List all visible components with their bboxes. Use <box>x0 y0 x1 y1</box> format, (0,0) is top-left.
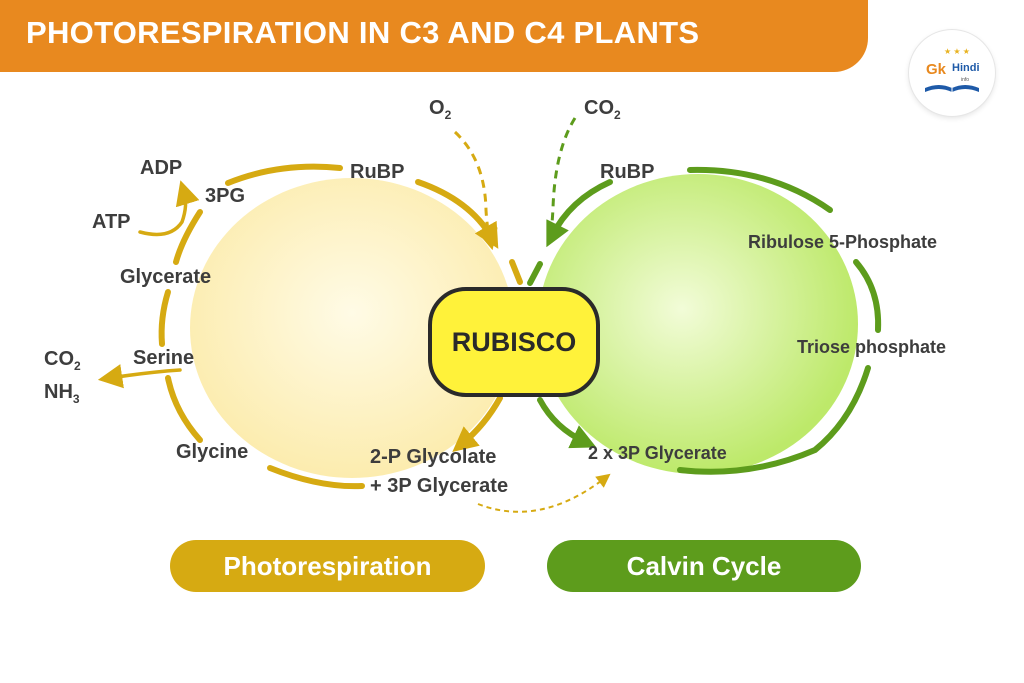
o2-sub: 2 <box>444 108 452 122</box>
rubp-to-rubisco-calvin-arrow <box>546 179 613 248</box>
logo-text-info: info <box>961 77 970 83</box>
released-nh3-label: NH3 <box>44 382 80 405</box>
rubisco-left-tick <box>509 259 523 285</box>
photorespiration-glow <box>190 178 514 478</box>
3pg-to-glycerate-arc <box>173 209 203 265</box>
o2-dashed-arrow <box>453 130 498 251</box>
book-icon: ★ ★ ★ <box>925 47 979 92</box>
serine-release-arrow <box>97 364 182 389</box>
rubp-calvin-label: RuBP <box>600 161 655 183</box>
ribulose-5-phosphate-label: Ribulose 5-Phosphate <box>748 232 938 252</box>
3p-glycerate-product-label: + 3P Glycerate <box>370 475 509 497</box>
atp-label: ATP <box>92 211 131 233</box>
glycerate-label: Glycerate <box>120 266 212 288</box>
2x-3p-glycerate-label: 2 x 3P Glycerate <box>588 443 727 463</box>
rubisco-enzyme: RUBISCO <box>428 287 600 397</box>
adp-label: ADP <box>140 157 183 179</box>
glycerate-transfer-dashed-arrow <box>477 473 611 513</box>
rubp-photorespiration-label: RuBP <box>350 161 405 183</box>
svg-text:★ ★ ★: ★ ★ ★ <box>944 47 970 56</box>
serine-label: Serine <box>133 347 195 369</box>
released-co2-sub: 2 <box>74 359 81 373</box>
title-banner: PHOTORESPIRATION IN C3 AND C4 PLANTS <box>0 0 868 72</box>
co2-sub: 2 <box>614 108 621 122</box>
rubp-to-3pg-arc <box>225 163 343 186</box>
calvin-glow <box>538 174 858 474</box>
page-title: PHOTORESPIRATION IN C3 AND C4 PLANTS <box>26 15 700 50</box>
triose-phosphate-label: Triose phosphate <box>797 337 947 357</box>
glycine-label: Glycine <box>176 441 249 463</box>
released-co2-label: CO2 <box>44 349 81 372</box>
released-nh3-sub: 3 <box>72 392 80 406</box>
o2-input-label: O2 <box>429 98 451 121</box>
released-co2-base: CO <box>44 348 74 370</box>
atp-to-adp-arrow <box>138 180 200 237</box>
rubisco-to-glycerate-arrow <box>537 397 597 449</box>
glycolate-label: 2-P Glycolate <box>370 446 497 468</box>
logo-text-gk: Gk <box>926 61 947 78</box>
co2-dashed-arrow <box>548 117 577 241</box>
gk-hindi-logo: ★ ★ ★ Gk Hindi info <box>909 30 995 116</box>
ribulose-to-triose-arc <box>853 259 882 333</box>
photorespiration-pill: Photorespiration <box>170 540 485 592</box>
glycine-to-products-arc <box>267 465 365 490</box>
logo-text-hindi: Hindi <box>952 62 980 74</box>
released-nh3-base: NH <box>44 381 73 403</box>
triose-to-glycerate-arc <box>677 365 871 475</box>
rubisco-to-glycolate-arrow <box>452 395 503 453</box>
calvin-cycle-pill: Calvin Cycle <box>547 540 861 592</box>
glycerate-to-serine-arc <box>158 289 171 347</box>
rubisco-right-tick <box>527 261 543 286</box>
3pg-label: 3PG <box>205 185 246 207</box>
rubp-to-ribulose-arc <box>687 166 833 213</box>
co2-input-label: CO2 <box>584 98 621 121</box>
o2-base: O <box>429 97 445 119</box>
co2-base: CO <box>584 97 614 119</box>
serine-to-glycine-arc <box>165 375 203 443</box>
